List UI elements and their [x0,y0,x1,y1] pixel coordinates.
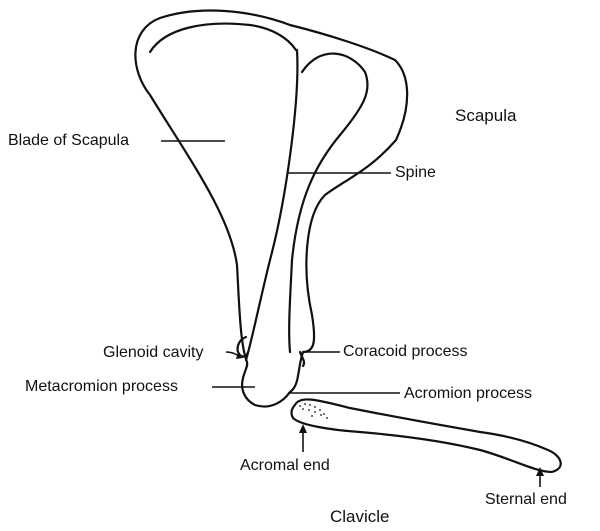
scapula-title: Scapula [455,106,517,125]
coracoid-label: Coracoid process [343,343,468,360]
blade-label: Blade of Scapula [8,132,129,149]
sternal-arrowhead [536,467,544,476]
acromal-stipple [299,403,328,419]
spine-label: Spine [395,164,436,181]
spine-ridge-right [288,52,369,354]
metacromion-label: Metacromion process [25,378,178,395]
acromal-arrowhead [299,424,307,433]
glenoid-arrowhead [236,352,243,359]
blade-inner-rim [148,22,298,54]
acromion-label: Acromion process [404,385,533,402]
acromal-end-label: Acromal end [240,457,330,474]
clavicle-outline [290,398,562,474]
glenoid-label: Glenoid cavity [103,344,204,361]
scapula-outline [134,9,409,408]
coracoid-hook [298,350,306,368]
clavicle-title: Clavicle [330,507,390,526]
sternal-end-label: Sternal end [485,491,567,508]
spine-ridge-left [244,48,299,362]
